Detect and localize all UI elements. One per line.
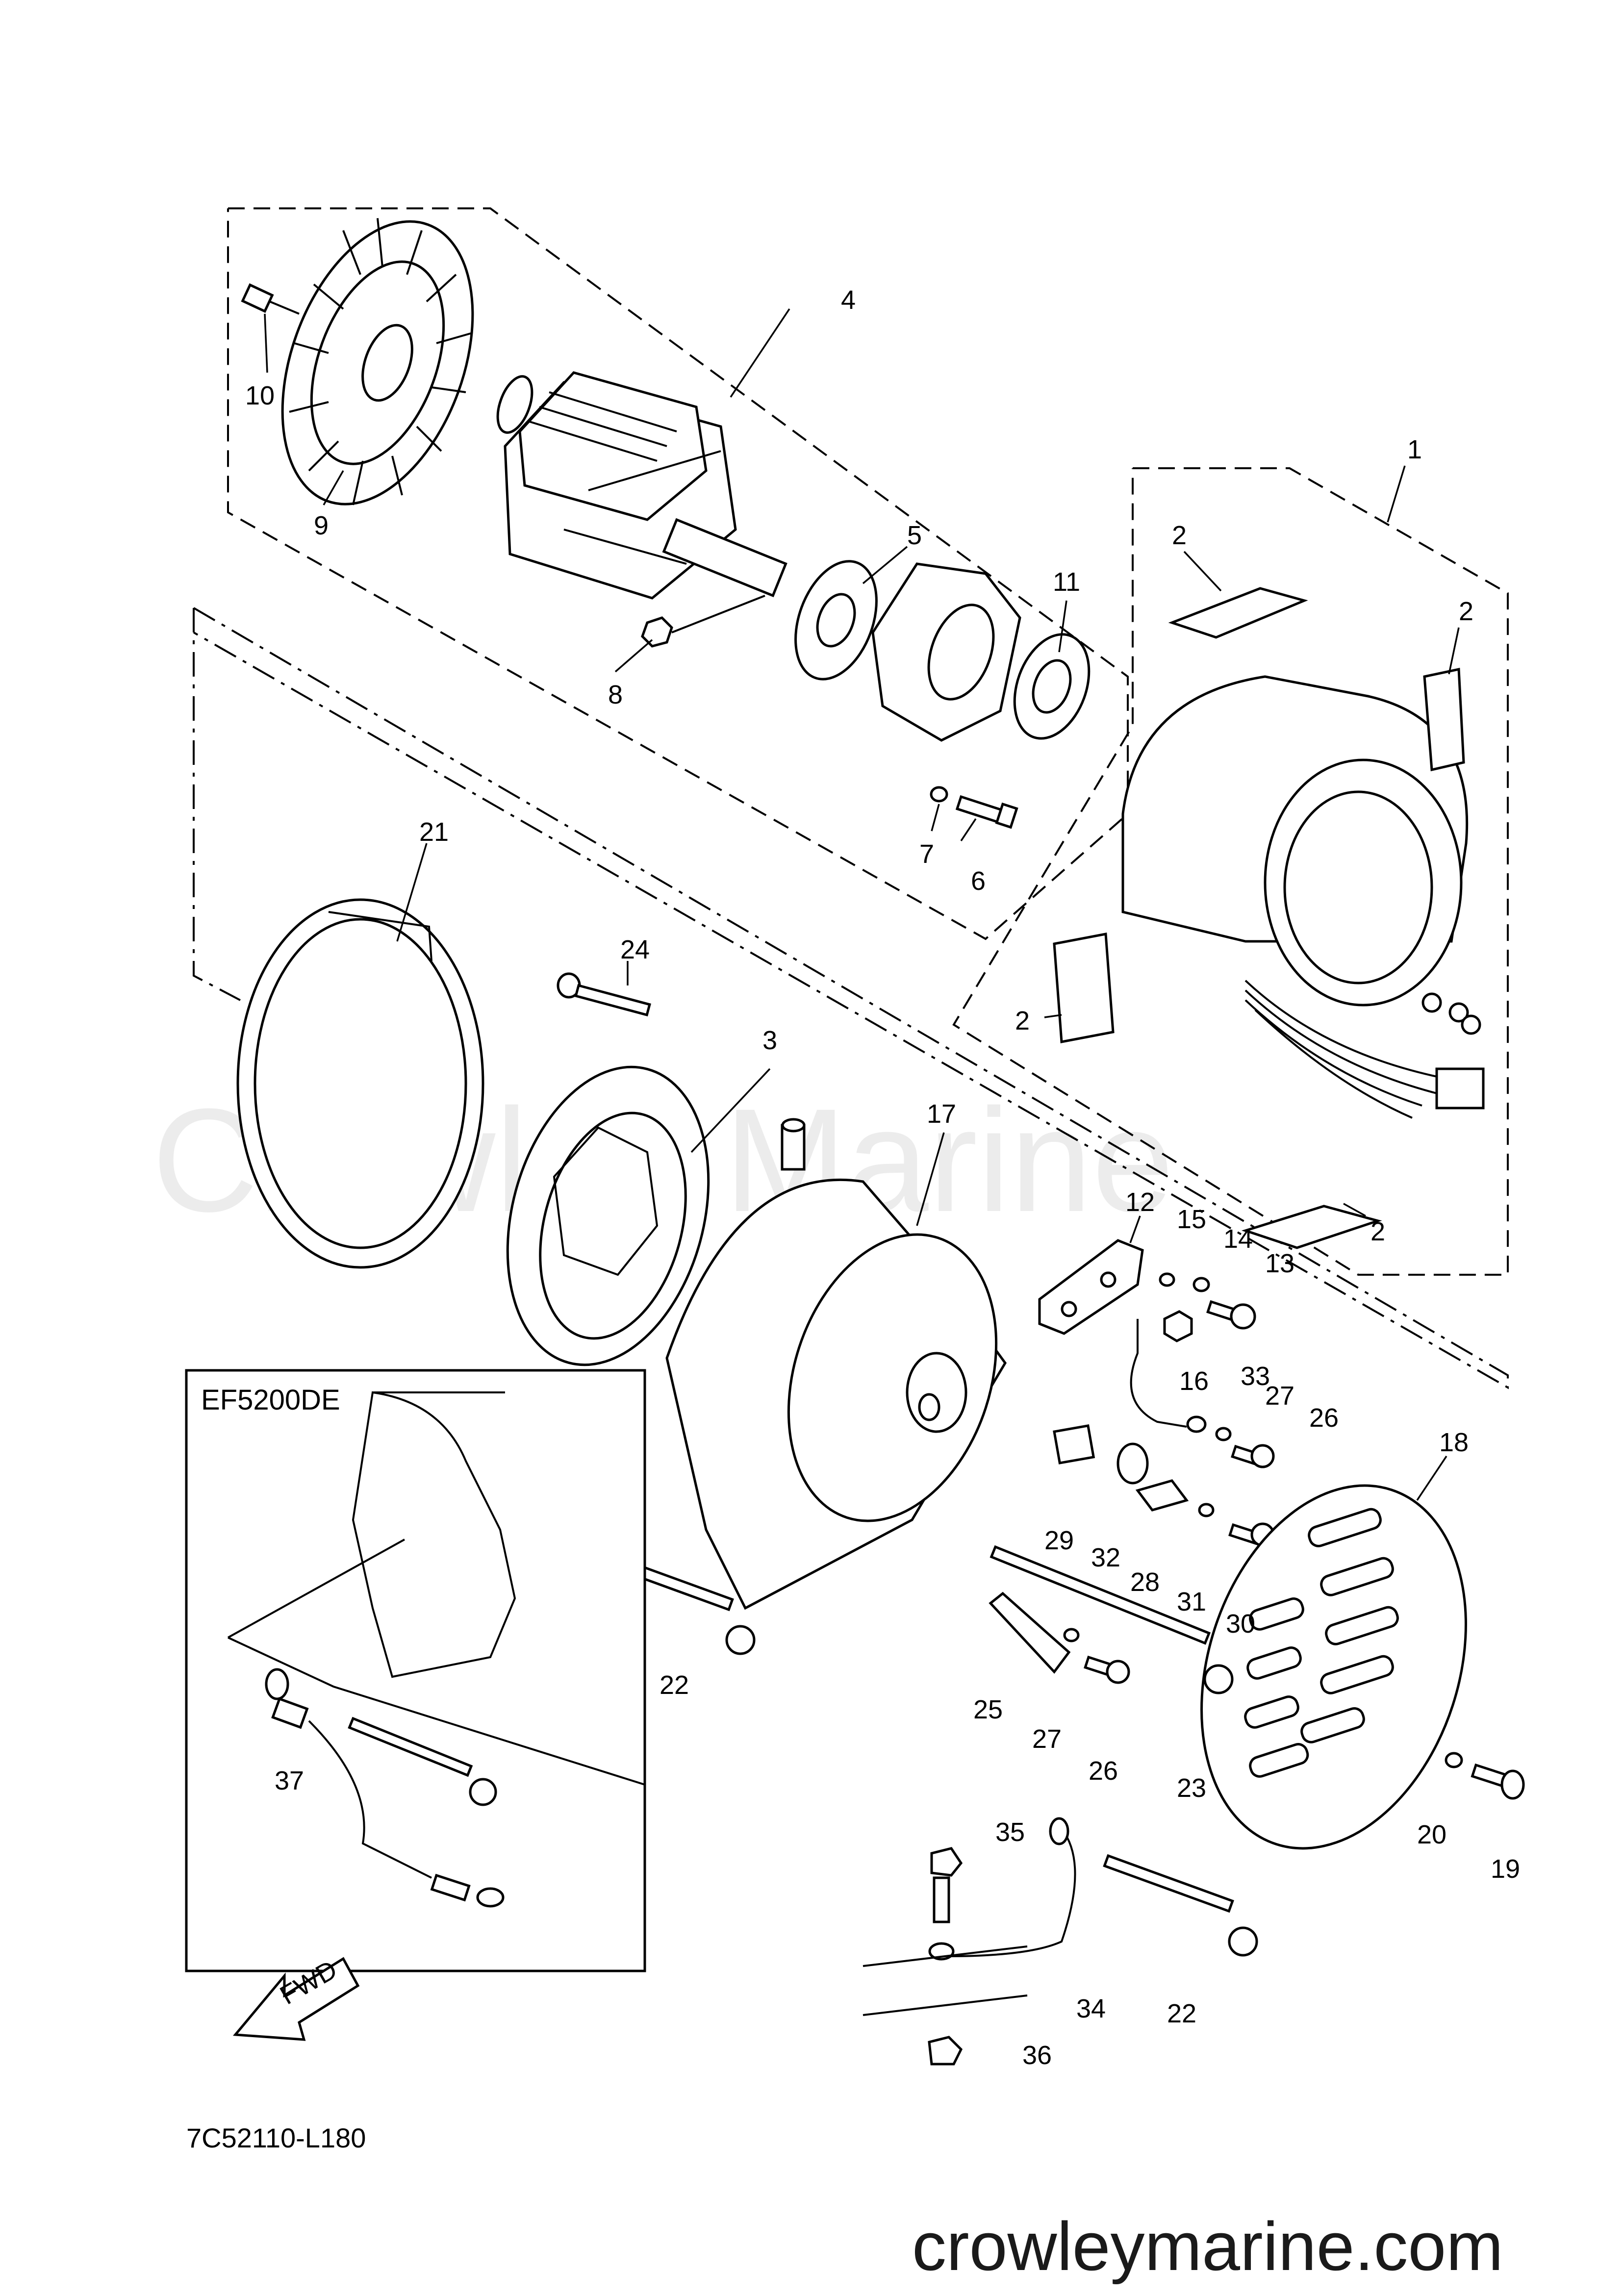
callout-17: 17 [927,1099,956,1129]
bearing-holder [794,560,878,681]
callout-37: 37 [275,1766,304,1795]
callout-33: 33 [1241,1362,1270,1391]
callout-6: 6 [971,866,986,896]
through-bolt-lower [1103,1854,1258,1957]
callout-12: 12 [1125,1187,1155,1217]
callout-10: 10 [245,381,275,410]
callout-7: 7 [919,839,934,869]
callout-27: 27 [1265,1381,1294,1411]
callout-15: 15 [1177,1205,1206,1234]
insulator-pads [1053,587,1465,1249]
callout-26: 26 [1089,1756,1118,1786]
diagram-code: 7C52110-L180 [186,2122,366,2153]
callout-22: 22 [1167,1999,1196,2028]
ground-lead [863,1817,1076,2066]
front-bracket [506,1065,710,1366]
callout-19: 19 [1491,1854,1520,1884]
lead-wire-set [1130,1319,1275,1468]
bearing [1013,633,1091,740]
callout-labels: 1 2 2 2 2 3 4 5 6 7 8 9 10 11 12 13 14 1… [245,285,1520,2070]
left-frame-line [193,608,241,1001]
callout-31: 31 [1177,1587,1206,1616]
ground-screw [1063,1628,1130,1684]
brush-holder [1038,1239,1144,1335]
rotor-nut [641,595,765,648]
callout-9: 9 [314,511,329,540]
rear-cover [1200,1484,1467,1850]
callout-28: 28 [1130,1567,1160,1597]
regulator-parts [1053,1424,1275,1547]
brush-screw-set [1159,1272,1256,1342]
site-url: crowleymarine.com [912,2208,1503,2285]
callout-21: 21 [419,817,449,847]
callout-11: 11 [1053,567,1080,597]
generator-group-boundary [193,607,1509,1389]
ground-plate [989,1591,1071,1674]
stator-band [236,898,484,1269]
callout-23: 23 [1177,1773,1206,1803]
callout-26: 26 [1309,1403,1339,1433]
callout-34: 34 [1076,1994,1106,2023]
callout-16: 16 [1179,1366,1209,1396]
callout-2: 2 [1370,1217,1385,1246]
leader-lines [264,308,1460,1501]
stator-assembly [1121,675,1485,1119]
callout-35: 35 [995,1817,1025,1847]
callout-29: 29 [1044,1526,1074,1555]
inset-title: EF5200DE [201,1384,340,1416]
callout-30: 30 [1226,1609,1255,1639]
callout-20: 20 [1417,1820,1446,1849]
callout-22: 22 [660,1670,689,1700]
callout-2: 2 [1172,521,1187,550]
callout-18: 18 [1439,1428,1469,1457]
band-bolt [557,972,651,1017]
callout-27: 27 [1032,1724,1062,1754]
callout-4: 4 [841,285,856,315]
callout-3: 3 [762,1026,777,1055]
callout-13: 13 [1265,1249,1294,1278]
rotor-assembly-boundary [227,207,1129,940]
cover-bolt [1445,1752,1525,1800]
fan-bolt [241,283,300,315]
holder-bolt [930,786,1018,829]
callout-8: 8 [608,680,623,709]
exciter-field [871,562,1021,742]
callout-24: 24 [620,935,650,964]
through-bolt-long [990,1545,1234,1694]
callout-32: 32 [1091,1543,1120,1572]
rear-housing [665,1118,1007,1610]
callout-2: 2 [1459,597,1473,626]
callout-2: 2 [1015,1006,1030,1035]
cooling-fan [281,218,474,505]
callout-5: 5 [907,521,922,550]
ef5200de-inset: EF5200DE [185,1369,646,1972]
callout-36: 36 [1022,2041,1052,2070]
rotor-assembly [496,371,787,600]
callout-25: 25 [973,1695,1003,1724]
callout-1: 1 [1407,435,1422,464]
callout-14: 14 [1223,1224,1253,1254]
